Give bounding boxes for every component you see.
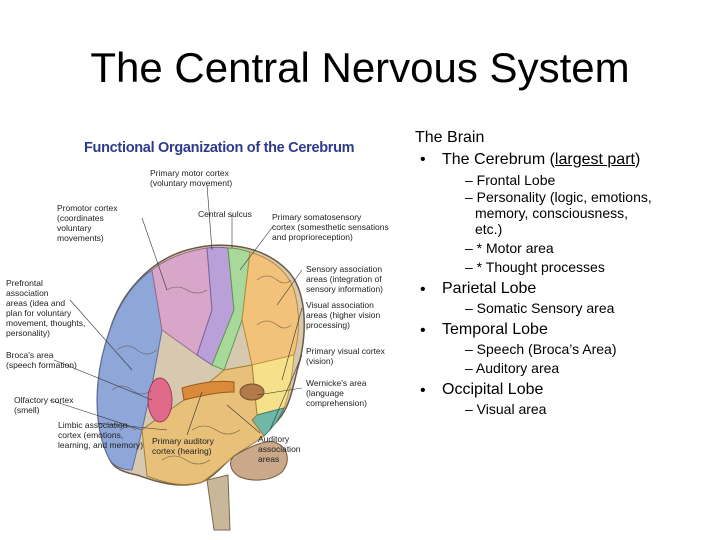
bullet-dot: •	[420, 322, 426, 339]
label-primary-auditory-cortex: Primary auditory cortex (hearing)	[152, 436, 214, 456]
heading-the-brain: The Brain	[415, 129, 485, 146]
label-central-sulcus: Central sulcus	[198, 209, 252, 219]
brainstem	[206, 474, 231, 531]
bullet-temporal-lobe: Temporal Lobe	[442, 321, 548, 338]
label-auditory-association: Auditory association areas	[258, 434, 301, 464]
label-limbic-association: Limbic association cortex (emotions, lea…	[58, 420, 144, 450]
sub-speech: – Speech (Broca’s Area)	[465, 341, 617, 357]
label-primary-visual-cortex: Primary visual cortex (vision)	[306, 346, 385, 366]
cerebrum-figure: Functional Organization of the Cerebrum …	[2, 130, 394, 535]
sub-personality-cont: memory, consciousness,	[475, 205, 629, 221]
sub-frontal-lobe: – Frontal Lobe	[465, 172, 556, 188]
sub-personality: – Personality (logic, emotions,	[465, 189, 652, 205]
sub-auditory-area: – Auditory area	[465, 360, 560, 376]
bullet-dot: •	[420, 281, 426, 298]
sub-somatic-sensory: – Somatic Sensory area	[465, 300, 615, 316]
sub-visual-area: – Visual area	[465, 401, 547, 417]
auditory-region	[181, 380, 235, 401]
page-title: The Central Nervous System	[90, 44, 630, 91]
sub-personality-etc: etc.)	[475, 221, 503, 237]
bullet-dot: •	[420, 382, 426, 399]
sub-thought-processes: – * Thought processes	[465, 259, 605, 275]
label-wernicke-area: Wernicke's area (language comprehension)	[306, 378, 367, 408]
prefrontal-region	[96, 269, 163, 471]
bullet-dot: •	[420, 151, 426, 168]
sub-motor-area: – * Motor area	[465, 240, 554, 256]
label-somatosensory-cortex: Primary somatosensory cortex (somestheti…	[272, 212, 389, 242]
bullet-cerebrum: The Cerebrum (largest part)	[442, 151, 641, 168]
somatosensory-region	[211, 247, 251, 371]
label-olfactory-cortex: Olfactory cortex (smell)	[14, 395, 74, 415]
brain-illustration	[49, 184, 305, 531]
label-promotor-cortex: Promotor cortex (coordinates voluntary m…	[57, 203, 118, 243]
sensory-association-region	[241, 251, 299, 366]
wernicke-region	[239, 383, 265, 401]
label-broca-area: Broca's area (speech formation)	[6, 350, 77, 370]
label-sensory-association: Sensory association areas (integration o…	[306, 264, 384, 294]
label-primary-motor-cortex: Primary motor cortex (voluntary movement…	[150, 168, 233, 188]
label-visual-association: Visual association areas (higher vision …	[306, 300, 381, 330]
cerebellum	[230, 441, 288, 481]
bullet-occipital-lobe: Occipital Lobe	[442, 381, 544, 398]
motor-region	[196, 246, 235, 366]
bullet-parietal-lobe: Parietal Lobe	[442, 280, 537, 297]
underlined-largest-part: largest part	[554, 151, 635, 168]
figure-title: Functional Organization of the Cerebrum	[84, 140, 355, 156]
label-prefrontal-association: Prefrontal association areas (idea and p…	[6, 278, 86, 338]
broca-region	[147, 377, 173, 423]
